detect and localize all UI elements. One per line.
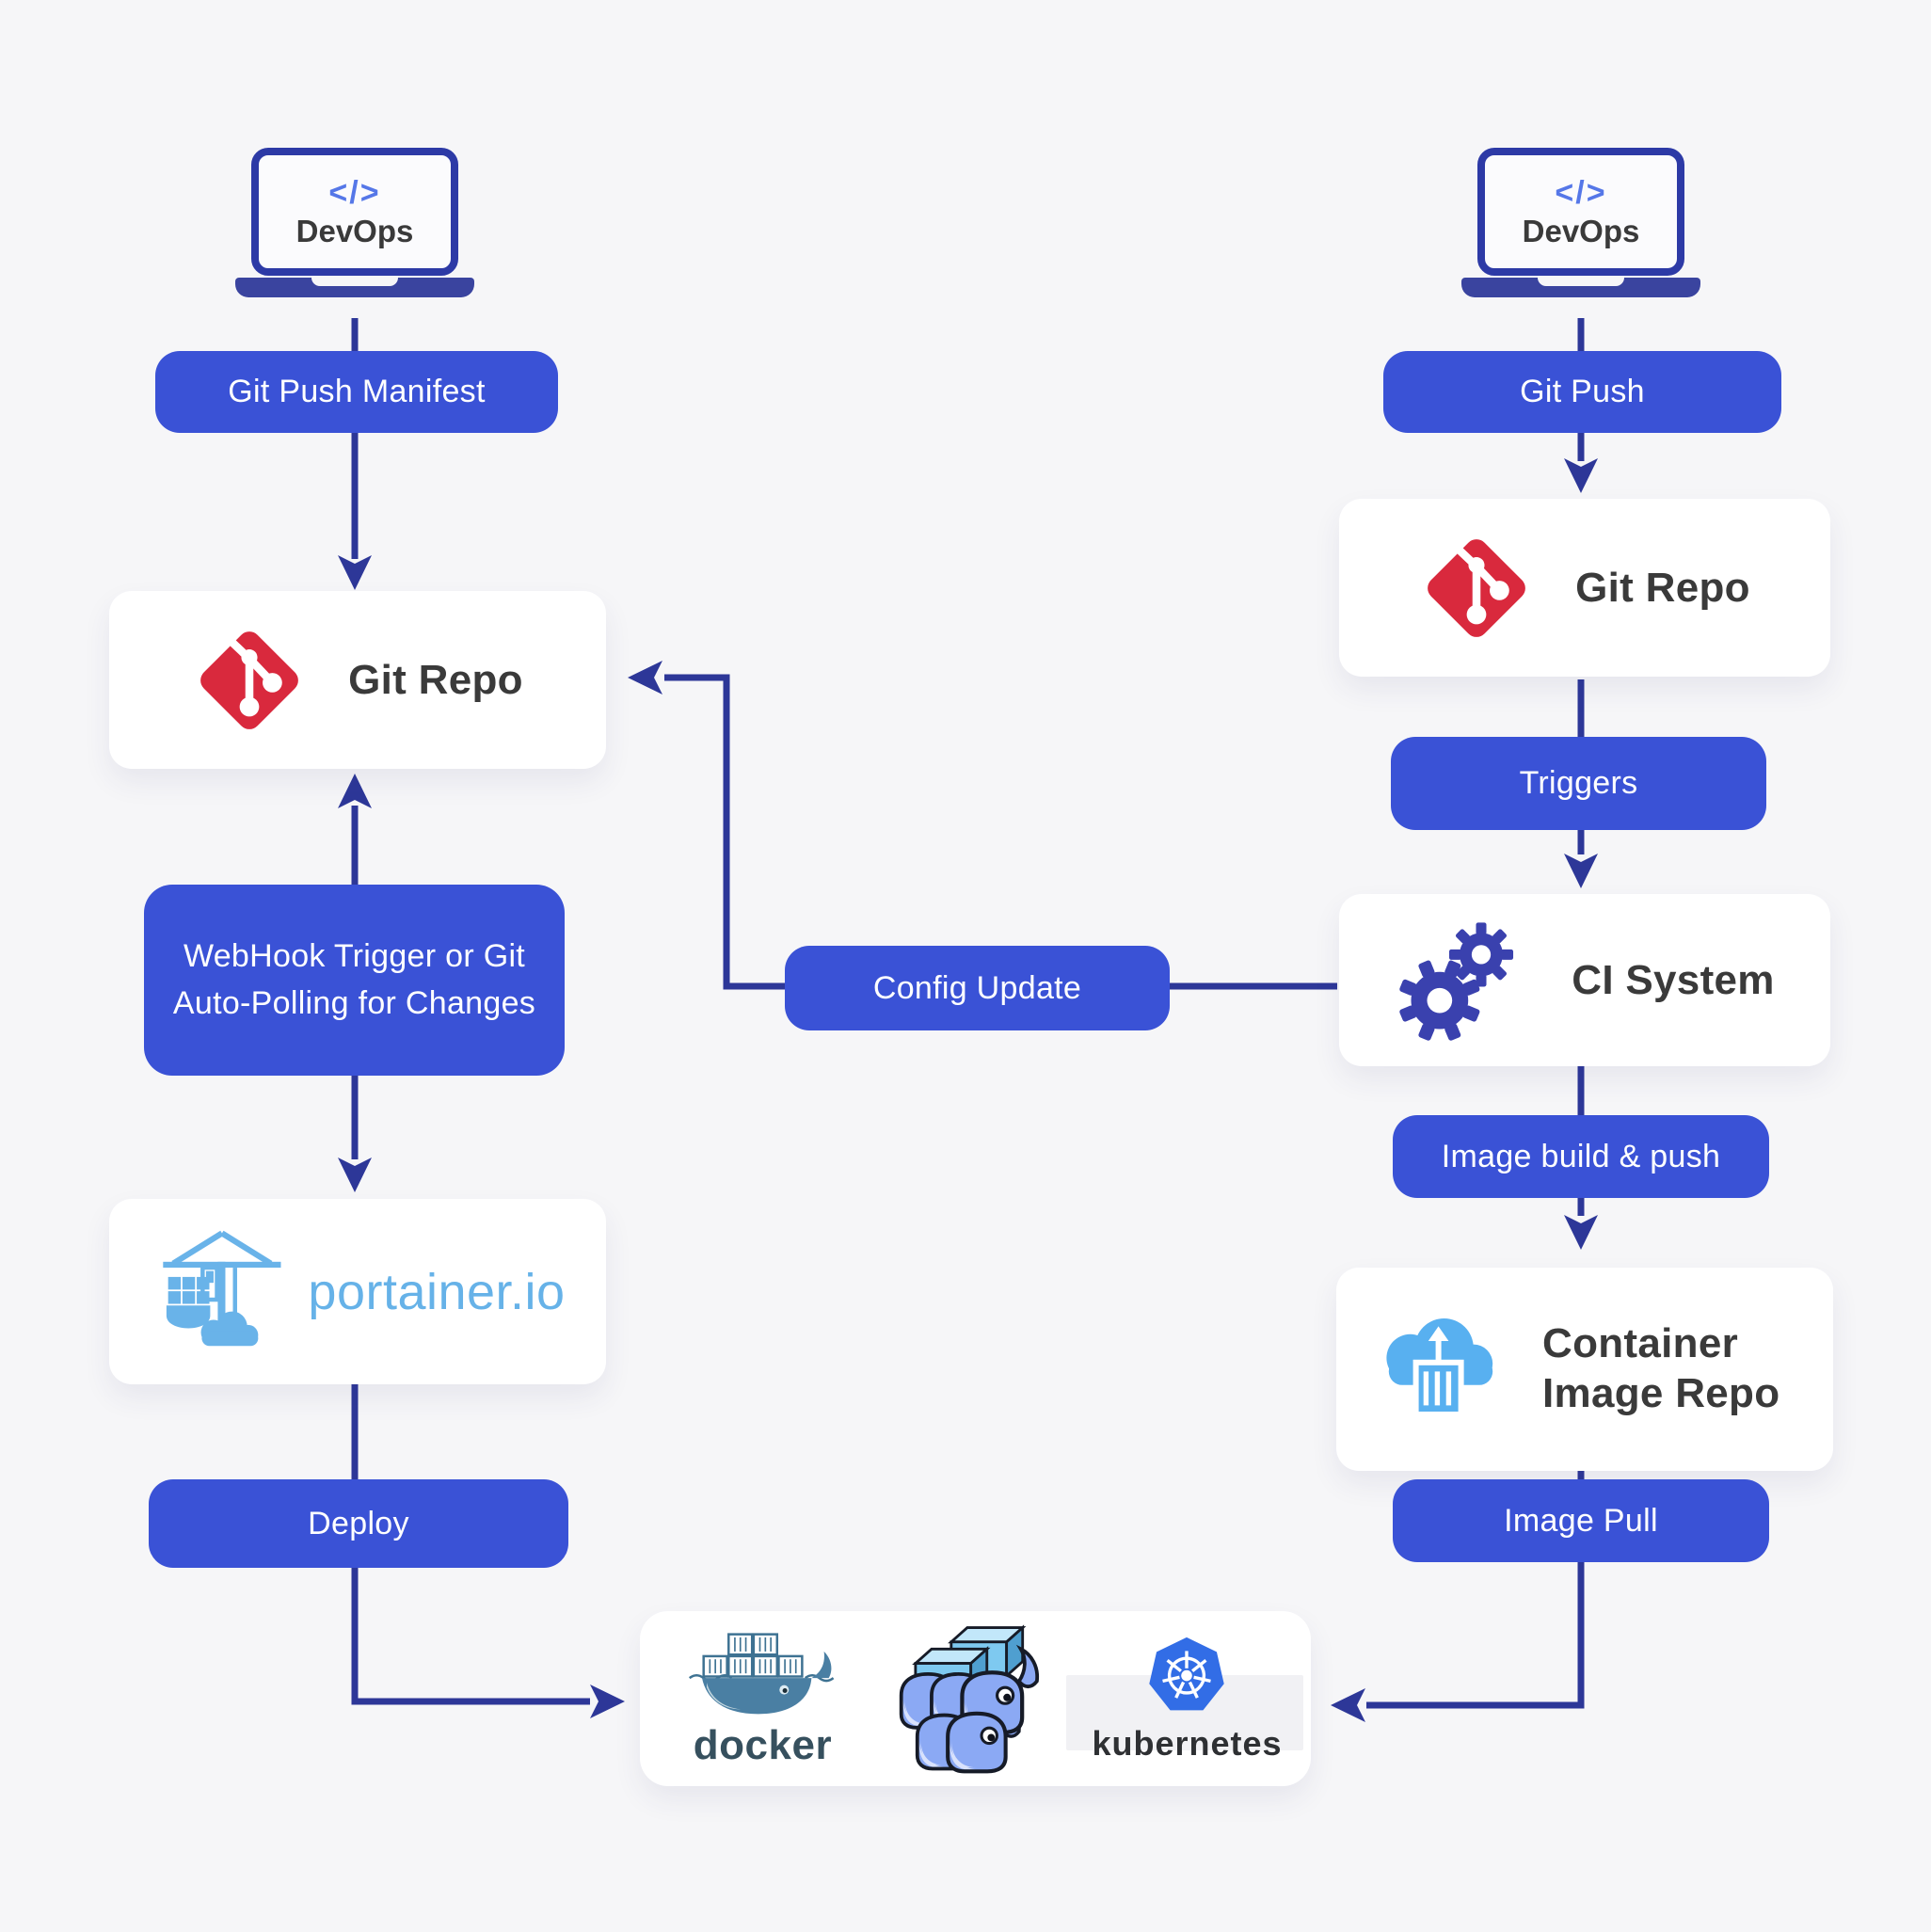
laptop-notch (1538, 278, 1624, 286)
deploy-label: Deploy (308, 1505, 409, 1541)
arrowhead-webhook-up (338, 774, 372, 808)
ci-system-title: CI System (1572, 956, 1775, 1003)
docker-logo: docker (668, 1628, 856, 1769)
code-icon: </> (328, 174, 381, 211)
docker-icon (689, 1633, 835, 1715)
arrowhead-platforms-left (590, 1685, 625, 1718)
deploy-pill: Deploy (149, 1479, 568, 1568)
connector-imagepull-platforms (1366, 1561, 1585, 1709)
connector-deploy-platforms (351, 1567, 590, 1705)
devops-laptop-left: </> DevOps (235, 146, 474, 299)
config-update-pill: Config Update (785, 946, 1170, 1030)
arrowhead-portainer (338, 1158, 372, 1192)
kubernetes-label: kubernetes (1092, 1724, 1283, 1763)
webhook-trigger-label: WebHook Trigger or Git Auto-Polling for … (172, 938, 536, 1021)
portainer-card: portainer.io (109, 1199, 606, 1384)
git-push-pill: Git Push (1383, 351, 1781, 433)
laptop-notch (311, 278, 398, 286)
kubernetes-logo: kubernetes (1092, 1634, 1282, 1764)
git-icon (1428, 538, 1526, 637)
kubernetes-icon (1149, 1637, 1225, 1711)
laptop-base (1461, 278, 1700, 297)
laptop-screen: </> DevOps (251, 148, 458, 276)
gears-icon (1399, 921, 1514, 1041)
git-repo-card-left: Git Repo (109, 591, 606, 769)
devops-laptop-right: </> DevOps (1461, 146, 1700, 299)
arrowhead-gitrepo-right (1564, 458, 1598, 493)
git-icon (200, 631, 299, 729)
ci-system-card: CI System (1339, 894, 1830, 1066)
git-push-manifest-label: Git Push Manifest (228, 374, 486, 409)
devops-label: DevOps (295, 213, 414, 248)
git-push-manifest-pill: Git Push Manifest (155, 351, 558, 433)
connector-config-update (664, 674, 1337, 990)
container-image-repo-icon (1386, 1318, 1493, 1417)
docker-label: docker (693, 1722, 833, 1768)
git-repo-left-title: Git Repo (348, 656, 523, 703)
image-build-push-label: Image build & push (1441, 1138, 1721, 1174)
git-repo-card-right: Git Repo (1339, 499, 1830, 677)
portainer-logo-icon (163, 1230, 281, 1346)
laptop-screen: </> DevOps (1477, 148, 1684, 276)
config-update-label: Config Update (872, 969, 1082, 1006)
image-build-push-pill: Image build & push (1393, 1115, 1769, 1198)
portainer-wordmark: portainer.io (308, 1263, 566, 1320)
platforms-card: docker (640, 1611, 1311, 1786)
arrowhead-ci (1564, 854, 1598, 888)
docker-swarm-icon (896, 1624, 1040, 1779)
image-pull-label: Image Pull (1504, 1502, 1658, 1539)
devops-label: DevOps (1522, 213, 1640, 248)
code-icon: </> (1555, 174, 1607, 211)
arrowhead-platforms-right (1331, 1688, 1365, 1722)
container-image-repo-title: Container Image Repo (1542, 1320, 1780, 1416)
arrowhead-gitrepo-left (338, 555, 372, 590)
arrowhead-container-repo (1564, 1215, 1598, 1250)
git-repo-right-title: Git Repo (1575, 564, 1750, 611)
webhook-trigger-box: WebHook Trigger or Git Auto-Polling for … (144, 885, 565, 1076)
triggers-label: Triggers (1519, 765, 1638, 801)
container-image-repo-card: Container Image Repo (1336, 1268, 1833, 1471)
triggers-pill: Triggers (1391, 737, 1766, 830)
image-pull-pill: Image Pull (1393, 1479, 1769, 1562)
laptop-base (235, 278, 474, 297)
arrowhead-config-update (628, 661, 662, 695)
git-push-label: Git Push (1520, 374, 1645, 409)
